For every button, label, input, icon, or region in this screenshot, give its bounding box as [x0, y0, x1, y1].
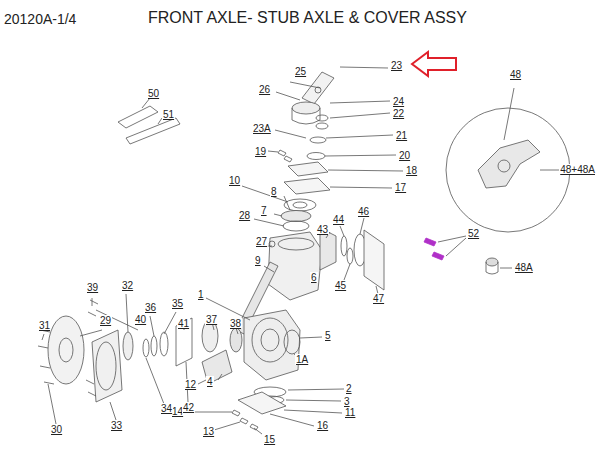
callout-number: 41: [177, 318, 190, 329]
callout-number: 12: [184, 379, 197, 390]
callout-number: 48A: [514, 262, 534, 273]
callout-number: 21: [395, 130, 408, 141]
callout-number: 52: [467, 228, 480, 239]
callout-number: 16: [316, 420, 329, 431]
callout-number: 7: [260, 205, 268, 216]
callout-number: 30: [50, 424, 63, 435]
detail-circle: [446, 108, 570, 232]
callout-number: 31: [38, 320, 51, 331]
callout-number: 13: [202, 426, 215, 437]
callout-number: 43: [316, 224, 329, 235]
callout-number: 46: [357, 206, 370, 217]
callout-number: 3: [343, 396, 351, 407]
callout-number: 4: [206, 376, 214, 387]
callout-number: 10: [228, 175, 241, 186]
callout-number: 50: [147, 88, 160, 99]
callout-number: 18: [405, 165, 418, 176]
callout-number: 23: [390, 60, 403, 71]
callout-number: 29: [99, 315, 112, 326]
callout-number: 15: [263, 434, 276, 445]
callout-number: 26: [258, 84, 271, 95]
callout-number: 48+48A: [559, 164, 596, 175]
callout-number: 1: [197, 289, 205, 300]
callout-number: 47: [372, 293, 385, 304]
pipe: [126, 118, 180, 144]
callout-number: 23A: [252, 123, 272, 134]
callout-number: 20: [398, 150, 411, 161]
callout-number: 19: [254, 146, 267, 157]
callout-number: 33: [110, 420, 123, 431]
callout-number: 42: [182, 402, 195, 413]
callout-number: 44: [332, 214, 345, 225]
callout-number: 17: [394, 182, 407, 193]
callout-number: 37: [205, 314, 218, 325]
callout-number: 6: [310, 272, 318, 283]
callout-number: 34: [160, 403, 173, 414]
knuckle: [244, 310, 300, 380]
callout-number: 38: [229, 318, 242, 329]
callout-number: 45: [334, 280, 347, 291]
callout-number: 28: [238, 210, 251, 221]
callout-number: 9: [254, 255, 262, 266]
callout-number: 5: [324, 330, 332, 341]
callout-number: 24: [392, 96, 405, 107]
callout-number: 25: [294, 66, 307, 77]
callout-number: 48: [509, 69, 522, 80]
callout-number: 11: [344, 407, 356, 418]
title: FRONT AXLE- STUB AXLE & COVER ASSY: [148, 9, 467, 27]
callout-number: 1A: [295, 354, 309, 365]
drawing-number: 20120A-1/4: [4, 11, 76, 27]
callout-number: 27: [255, 236, 268, 247]
callout-number: 32: [121, 280, 134, 291]
callout-number: 22: [392, 108, 405, 119]
callout-number: 8: [270, 186, 278, 197]
gasket: [118, 106, 158, 128]
callout-number: 36: [144, 302, 157, 313]
callout-number: 40: [134, 314, 147, 325]
callout-number: 39: [86, 282, 99, 293]
callout-number: 35: [171, 298, 184, 309]
red-arrow: [412, 52, 456, 76]
callout-number: 2: [345, 383, 353, 394]
callout-number: 51: [162, 109, 175, 120]
